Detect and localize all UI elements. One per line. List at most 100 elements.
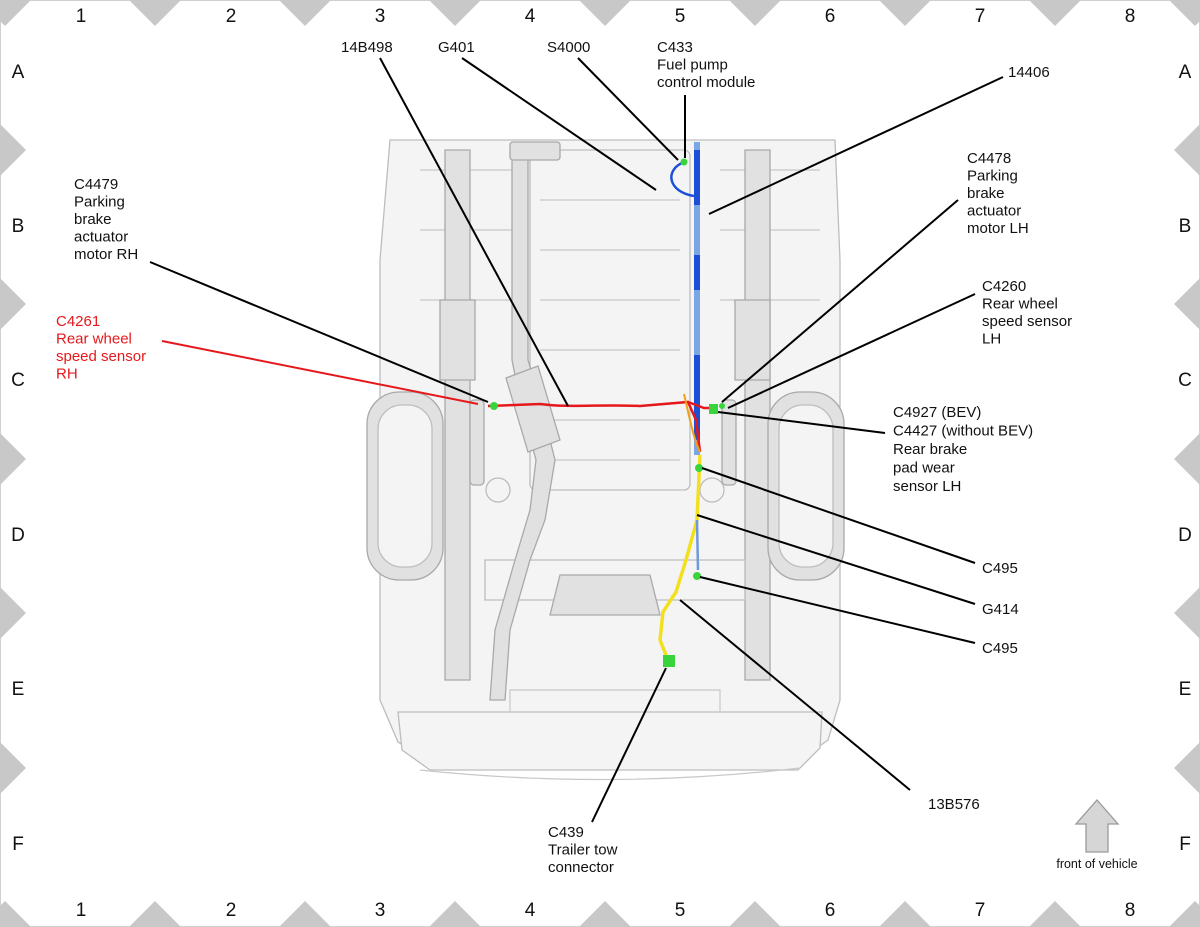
label-g401: G401	[438, 39, 475, 56]
label-c4478-line-1: C4478	[967, 150, 1011, 167]
col-label-bottom-1: 1	[76, 900, 87, 921]
left-tick-2	[0, 433, 26, 485]
right-frame-rail	[744, 149, 771, 681]
connector-c4927-marker	[709, 404, 718, 414]
label-c4260-line-1: C4260	[982, 278, 1026, 295]
right-tick-0	[1174, 124, 1200, 176]
label-c4927-line-3: Rear brake	[893, 441, 967, 458]
vehicle-underbody-illustration	[366, 139, 845, 781]
label-c4261-line-2: Rear wheel	[56, 331, 132, 348]
label-14406: 14406	[1008, 64, 1050, 81]
harness-14b498-red	[487, 400, 702, 453]
label-c4261-line-1: C4261	[56, 313, 100, 330]
label-14b498: 14B498	[341, 39, 393, 56]
differential-housing	[549, 574, 661, 616]
right-tick-1	[1174, 278, 1200, 330]
col-label-top-5: 5	[675, 6, 686, 27]
bottom-tick-1	[129, 901, 181, 927]
col-label-top-2: 2	[226, 6, 237, 27]
col-label-bottom-6: 6	[825, 900, 836, 921]
label-13b576: 13B576	[928, 796, 980, 813]
leader-c4261[interactable]	[161, 340, 479, 405]
label-c4927-line-5: sensor LH	[893, 478, 961, 495]
tow-hitch-plate	[509, 689, 721, 713]
label-c433-line-1: C433	[657, 39, 693, 56]
label-c495-upper: C495	[982, 560, 1018, 577]
row-label-right-b: B	[1179, 216, 1192, 237]
orientation-indicator: front of vehicle	[1056, 799, 1138, 871]
label-c4927-line-4: pad wear	[893, 460, 955, 477]
label-c439-line-3: connector	[548, 859, 614, 876]
bottom-tick-7	[1029, 901, 1081, 927]
right-tick-4	[1174, 742, 1200, 794]
bottom-tick-5	[729, 901, 781, 927]
exhaust-muffler	[505, 365, 561, 453]
left-axle-hub	[485, 477, 511, 503]
row-label-left-d: D	[11, 525, 25, 546]
label-c495-lower: C495	[982, 640, 1018, 657]
leader-c4260	[727, 293, 976, 409]
label-c439: C439 Trailer tow connector	[548, 824, 622, 876]
top-tick-0	[0, 0, 31, 26]
label-c4927: C4927 (BEV) C4427 (without BEV) Rear bra…	[893, 404, 1037, 495]
leader-c439	[591, 667, 667, 823]
label-c433: C433 Fuel pump control module	[657, 39, 755, 91]
col-label-top-3: 3	[375, 6, 386, 27]
wiring-harnesses	[487, 142, 718, 661]
left-tick-3	[0, 587, 26, 639]
connector-c4261-marker	[490, 402, 498, 410]
col-label-top-4: 4	[525, 6, 536, 27]
label-c4261-line-3: speed sensor	[56, 348, 146, 365]
bottom-tick-2	[279, 901, 331, 927]
leader-c4478	[721, 199, 959, 403]
bottom-tick-0	[0, 901, 31, 927]
leader-g414	[696, 514, 976, 605]
front-of-vehicle-label: front of vehicle	[1056, 857, 1137, 871]
leader-13b576	[679, 599, 911, 791]
label-c4260-line-2: Rear wheel	[982, 296, 1058, 313]
col-label-top-1: 1	[76, 6, 87, 27]
rear-bumper	[397, 711, 823, 771]
label-c433-line-2: Fuel pump	[657, 57, 728, 74]
bottom-tick-6	[879, 901, 931, 927]
row-label-right-a: A	[1179, 62, 1192, 83]
top-tick-6	[879, 0, 931, 26]
top-tick-3	[429, 0, 481, 26]
bottom-tick-3	[429, 901, 481, 927]
leader-14b498	[379, 57, 569, 407]
row-label-left-a: A	[12, 62, 25, 83]
label-g414: G414	[982, 601, 1019, 618]
exhaust-front-pipe	[509, 141, 561, 161]
rear-bumper-lower-edge	[419, 767, 801, 781]
connector-markers	[490, 158, 725, 667]
label-c4479: C4479 Parking brake actuator motor RH	[74, 176, 138, 263]
row-label-right-f: F	[1179, 834, 1191, 855]
left-tick-1	[0, 278, 26, 330]
col-label-top-6: 6	[825, 6, 836, 27]
label-c4478-line-5: motor LH	[967, 220, 1029, 237]
top-tick-4	[579, 0, 631, 26]
left-tick-4	[0, 742, 26, 794]
top-tick-2	[279, 0, 331, 26]
leader-c495-upper	[701, 467, 976, 564]
label-c4927-line-1: C4927 (BEV)	[893, 404, 981, 421]
label-c4478: C4478 Parking brake actuator motor LH	[967, 150, 1029, 237]
label-c4478-line-4: actuator	[967, 203, 1021, 220]
right-axle-hub	[699, 477, 725, 503]
right-tick-3	[1174, 587, 1200, 639]
label-c4260-line-4: LH	[982, 331, 1001, 348]
right-trailing-arm	[734, 299, 771, 381]
label-c4261[interactable]: C4261 Rear wheel speed sensor RH	[56, 313, 150, 383]
row-label-left-b: B	[12, 216, 25, 237]
top-tick-7	[1029, 0, 1081, 26]
bottom-grid-ticks	[0, 901, 1200, 927]
col-label-bottom-7: 7	[975, 900, 986, 921]
label-c4479-line-1: C4479	[74, 176, 118, 193]
label-c4927-line-2: C4427 (without BEV)	[893, 423, 1033, 440]
row-label-left-f: F	[12, 834, 24, 855]
callout-leader-lines	[149, 57, 1004, 823]
leader-c4479	[149, 261, 489, 403]
label-c4478-line-3: brake	[967, 185, 1005, 202]
label-c4261-line-4: RH	[56, 366, 78, 383]
